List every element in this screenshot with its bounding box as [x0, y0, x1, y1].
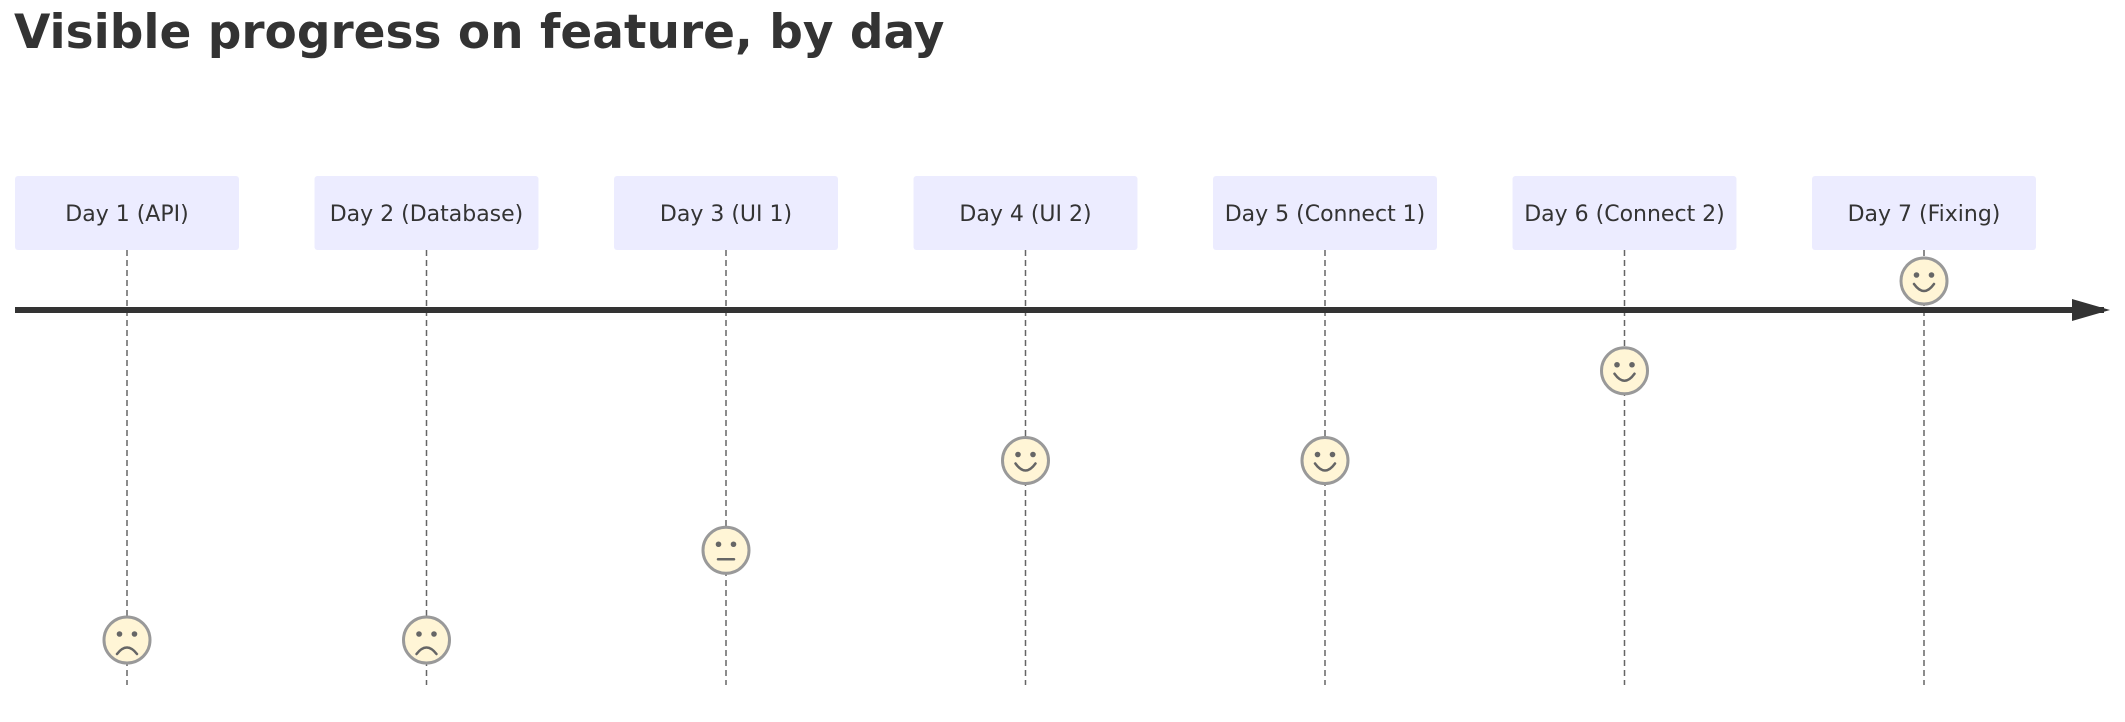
diagram-title: Visible progress on feature, by day [14, 5, 944, 60]
task-box [913, 176, 1138, 250]
task-label: Day 3 (UI 1) [660, 202, 792, 227]
happy-face-icon [1899, 256, 1949, 306]
task-label: Day 7 (Fixing) [1848, 202, 2001, 227]
task-box [1213, 176, 1437, 250]
happy-face-icon [1001, 436, 1050, 485]
task-label: Day 6 (Connect 2) [1524, 202, 1725, 227]
task-box [1512, 176, 1737, 250]
sad-face-icon [102, 615, 152, 665]
task-group: Day 5 (Connect 1) [1213, 176, 1437, 685]
task-box [614, 176, 838, 250]
sad-face-icon [402, 615, 451, 665]
task-label: Day 4 (UI 2) [959, 202, 1091, 227]
task-group: Day 1 (API) [15, 176, 239, 685]
task-group: Day 3 (UI 1) [614, 176, 838, 685]
task-group: Day 4 (UI 2) [913, 176, 1138, 685]
task-box [15, 176, 239, 250]
task-box [1812, 176, 2036, 250]
neutral-face-icon [701, 525, 751, 575]
happy-face-icon [1300, 436, 1350, 485]
task-group: Day 7 (Fixing) [1812, 176, 2036, 685]
happy-face-icon [1600, 346, 1649, 396]
task-group: Day 2 (Database) [314, 176, 539, 685]
task-box [314, 176, 539, 250]
task-label: Day 5 (Connect 1) [1225, 202, 1426, 227]
task-group: Day 6 (Connect 2) [1512, 176, 1737, 685]
task-label: Day 2 (Database) [330, 202, 524, 227]
task-label: Day 1 (API) [65, 202, 188, 227]
timeline-arrowhead-icon [2072, 299, 2110, 321]
